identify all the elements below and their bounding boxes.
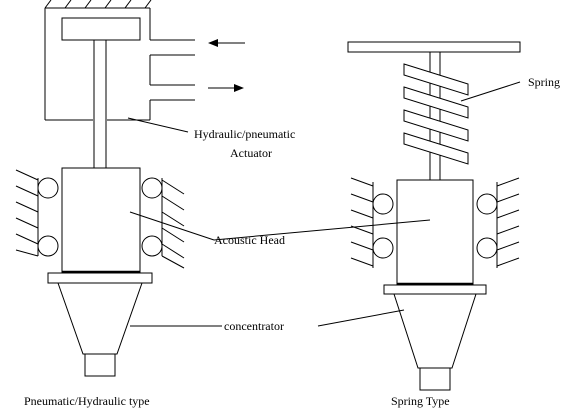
concentrator-cone-right	[393, 293, 477, 369]
flange-right	[383, 284, 487, 295]
acoustic-head-label: Acoustic Head	[214, 233, 285, 247]
piston-head	[61, 17, 141, 41]
horn-tip-left	[84, 353, 116, 377]
outlet-arrow-icon	[208, 84, 244, 92]
concentrator-cone-left	[57, 282, 143, 355]
spring-top-plate	[347, 41, 521, 53]
actuator-label-line2: Actuator	[230, 146, 272, 160]
top-mount-hatching	[44, 0, 152, 9]
spring-type-caption: Spring Type	[391, 394, 450, 408]
bearing-rollers-left	[15, 169, 185, 269]
inlet-arrow-icon	[208, 39, 245, 47]
spring-label: Spring	[528, 75, 560, 89]
bearing-rollers-right	[350, 177, 520, 268]
actuator-label-line1: Hydraulic/pneumatic	[194, 127, 295, 141]
leader-lines	[127, 81, 521, 327]
concentrator-label: concentrator	[224, 319, 284, 333]
actuator-cylinder	[44, 8, 195, 121]
piston-rod	[93, 39, 107, 169]
spring-rod	[429, 51, 441, 181]
hydraulic-type-caption: Pneumatic/Hydraulic type	[24, 394, 150, 408]
spring-type-assembly	[347, 41, 521, 391]
hydraulic-type-assembly	[15, 0, 245, 377]
acoustic-head-left	[61, 167, 141, 273]
spring-coils	[403, 63, 469, 165]
flange-left	[47, 272, 153, 284]
horn-tip-right	[419, 367, 451, 391]
acoustic-head-right	[396, 179, 474, 285]
